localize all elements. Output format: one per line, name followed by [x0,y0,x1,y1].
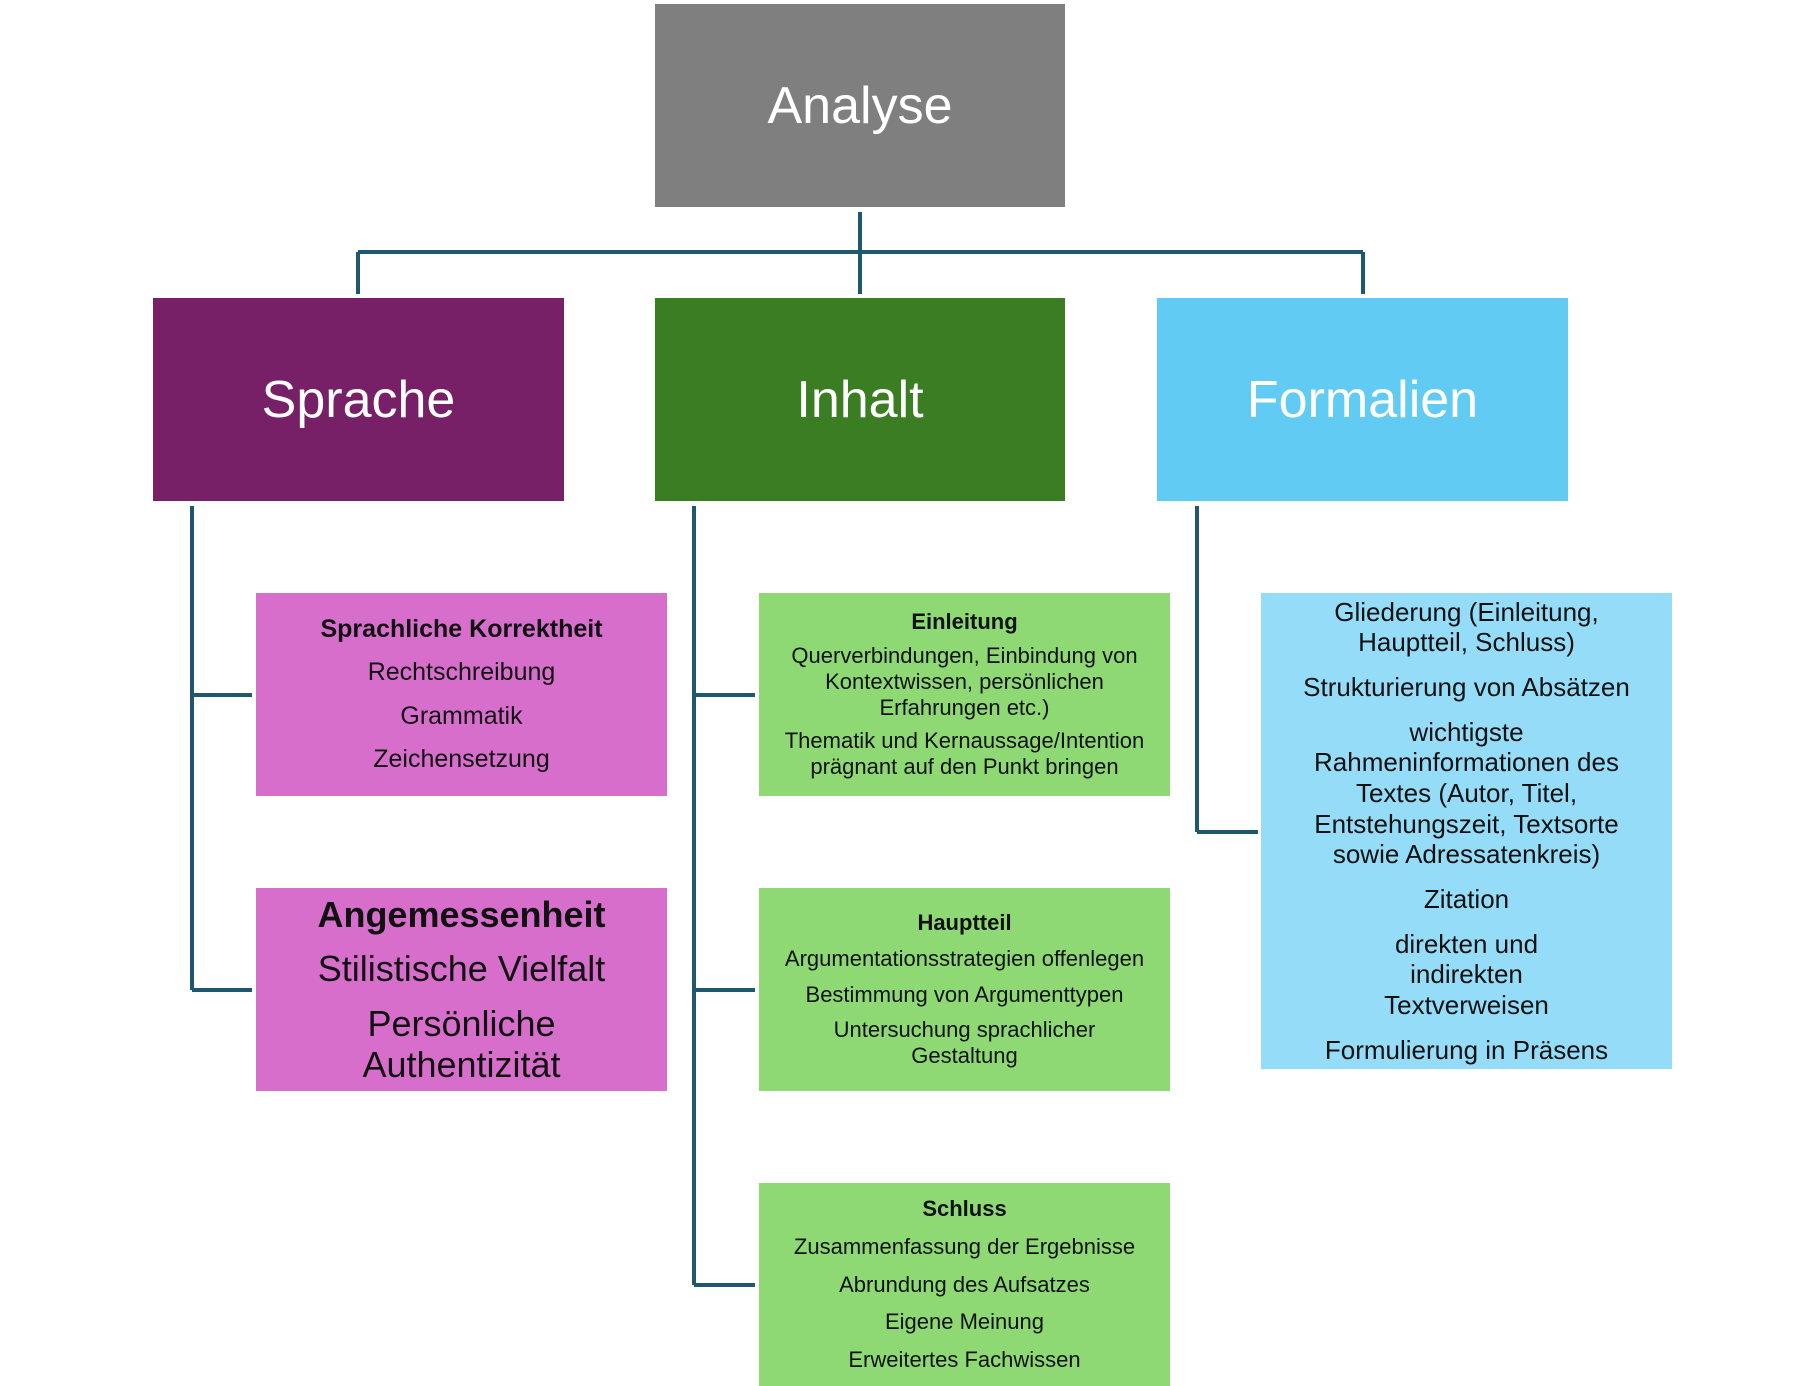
leaf-item: Formulierung in Präsens [1324,1034,1609,1065]
leaf-item: Gliederung (Einleitung, Hauptteil, Schlu… [1334,596,1599,658]
leaf-item: Eigene Meinung [884,1309,1044,1335]
category-sprache: Sprache [153,298,564,501]
leaf-item: Rechtschreibung [367,658,556,686]
leaf-schluss: Schluss Zusammenfassung der Ergebnisse A… [759,1183,1170,1386]
leaf-heading: Einleitung [911,608,1018,634]
leaf-item: direkten und indirekten Textverweisen [1384,928,1549,1021]
leaf-heading: Hauptteil [917,909,1012,935]
leaf-item: Bestimmung von Argumenttypen [805,981,1124,1007]
leaf-heading: Angemessenheit [317,893,606,935]
category-label-sprache: Sprache [261,370,456,429]
leaf-item: Thematik und Kernaussage/Intention prägn… [784,728,1145,780]
leaf-item: Erweitertes Fachwissen [848,1347,1081,1373]
leaf-einleitung: Einleitung Querverbindungen, Einbindung … [759,593,1170,796]
leaf-hauptteil: Hauptteil Argumentationsstrategien offen… [759,888,1170,1091]
root-label: Analyse [767,76,953,135]
category-inhalt: Inhalt [655,298,1065,501]
leaf-item: Querverbindungen, Einbindung von Kontext… [791,642,1138,720]
leaf-item: Abrundung des Aufsatzes [839,1271,1090,1297]
leaf-heading: Sprachliche Korrektheit [320,614,603,643]
leaf-item: Zusammenfassung der Ergebnisse [793,1233,1136,1259]
leaf-item: Untersuchung sprachlicher Gestaltung [833,1017,1096,1069]
leaf-item: Argumentationsstrategien offenlegen [784,945,1145,971]
leaf-item: wichtigste Rahmeninformationen des Texte… [1314,716,1619,870]
leaf-angemessenheit: Angemessenheit Stilistische Vielfalt Per… [256,888,667,1091]
leaf-heading: Schluss [922,1195,1007,1221]
leaf-formalien: Gliederung (Einleitung, Hauptteil, Schlu… [1261,593,1672,1069]
leaf-sprachliche-korrektheit: Sprachliche Korrektheit Rechtschreibung … [256,593,667,796]
category-label-inhalt: Inhalt [796,370,924,429]
leaf-item: Persönliche Authentizität [362,1002,561,1085]
leaf-item: Grammatik [400,701,523,730]
category-formalien: Formalien [1157,298,1568,501]
category-label-formalien: Formalien [1246,370,1479,429]
leaf-item: Zeichensetzung [373,745,550,773]
leaf-item: Zitation [1423,884,1510,914]
root-node-analyse: Analyse [655,4,1065,207]
leaf-item: Stilistische Vielfalt [317,948,606,990]
leaf-item: Strukturierung von Absätzen [1303,671,1630,702]
